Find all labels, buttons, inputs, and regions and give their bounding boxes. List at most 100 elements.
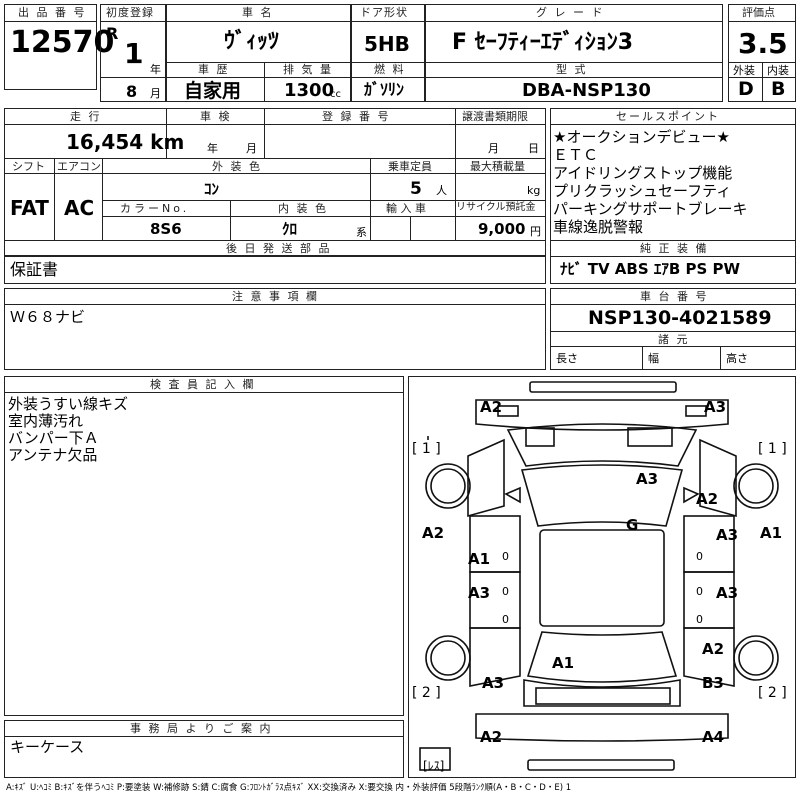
length-label: 長さ — [556, 352, 578, 365]
shift-label: シフト — [12, 160, 45, 173]
grade-label: グ レ ー ド — [536, 6, 605, 19]
damage-mark: A3 — [482, 674, 505, 692]
inspector-label: 検 査 員 記 入 欄 — [150, 378, 256, 391]
car-name: ｳﾞｨｯﾂ — [224, 29, 280, 54]
equipment: ﾅﾋﾞ TV ABS ｴｱB PS PW — [560, 260, 741, 278]
first-reg-label: 初度登録 — [106, 6, 154, 19]
sales-points-box — [550, 108, 796, 284]
inspector-line: 外装うすい線キズ — [8, 395, 129, 413]
damage-mark: A2 — [422, 524, 445, 542]
interior-score: B — [771, 78, 786, 100]
inspection-label: 車 検 — [200, 110, 232, 123]
sales-point: ★オークションデビュー★ — [553, 128, 730, 146]
ext-color-label: 外 装 色 — [212, 160, 262, 173]
later-parts-label: 後 日 発 送 部 品 — [226, 242, 332, 255]
damage-mark: A3 — [716, 526, 739, 544]
sales-point: 車線逸脱警報 — [553, 218, 644, 236]
era: R — [106, 24, 119, 43]
later-parts: 保証書 — [10, 260, 59, 279]
int-color: ｸﾛ — [282, 220, 298, 238]
score: 3.5 — [738, 27, 788, 60]
model-label: 型 式 — [556, 63, 588, 76]
ext-color: ｺﾝ — [204, 180, 220, 198]
minor-mark: 0 — [696, 585, 703, 598]
exterior-label: 外装 — [733, 64, 755, 77]
seats-unit: 人 — [436, 184, 447, 197]
shift: FAT — [10, 196, 49, 220]
sales-point: プリクラッシュセーフティ — [553, 182, 732, 200]
lot-box — [4, 4, 97, 90]
inspector-line: 室内薄汚れ — [8, 412, 84, 430]
displacement-label: 排 気 量 — [283, 63, 333, 76]
notes: Ｗ６８ナビ — [10, 308, 86, 326]
transfer-day: 日 — [528, 142, 539, 155]
damage-diagram — [408, 376, 796, 778]
insp-month-unit: 月 — [246, 142, 257, 155]
door-box — [351, 4, 425, 102]
notes-box — [4, 288, 546, 370]
color-no: 8S6 — [150, 220, 182, 238]
exterior-score: D — [738, 78, 754, 100]
interior-label: 内装 — [767, 64, 789, 77]
seats: 5 — [410, 179, 422, 199]
office-note: キーケース — [10, 738, 85, 756]
wheel-tag: [ 1 ] — [412, 441, 441, 457]
recycle-label: リサイクル預託金 — [456, 202, 536, 213]
grade-box — [425, 4, 723, 102]
ac: AC — [64, 196, 95, 220]
inspector-box — [4, 376, 404, 716]
history-label: 車 歴 — [198, 63, 230, 76]
transfer-month: 月 — [488, 142, 499, 155]
seats-label: 乗車定員 — [388, 160, 432, 173]
minor-mark: 0 — [696, 550, 703, 563]
displacement: 1300 — [284, 80, 335, 101]
door-type: 5HB — [364, 32, 410, 56]
damage-mark: A1 — [468, 550, 491, 568]
damage-mark: A2 — [702, 640, 725, 658]
office-box — [4, 720, 404, 778]
inspector-line: バンパー下Ａ — [8, 429, 99, 447]
chassis-number: NSP130-4021589 — [588, 307, 772, 329]
damage-mark: A4 — [702, 728, 725, 746]
chassis-box — [550, 288, 796, 370]
lot-label: 出 品 番 号 — [18, 6, 87, 19]
office-label: 事 務 局 よ り ご 案 内 — [130, 722, 273, 735]
car-name-box — [166, 4, 351, 102]
mileage-label: 走 行 — [70, 110, 102, 123]
damage-mark: G — [626, 516, 639, 534]
first-reg-box — [100, 4, 166, 102]
plate-label: 登 録 番 号 — [322, 110, 391, 123]
notes-label: 注 意 事 項 欄 — [232, 290, 319, 303]
minor-mark: 0 — [502, 550, 509, 563]
minor-mark: 0 — [696, 613, 703, 626]
import-label: 輸 入 車 — [386, 202, 426, 215]
year-unit: 年 — [150, 63, 161, 76]
sales-point: パーキングサポートブレーキ — [553, 200, 748, 218]
damage-mark: A3 — [704, 398, 727, 416]
grade: F ｾｰﾌﾃｨｰｴﾃﾞｨｼｮﾝ3 — [452, 30, 633, 55]
max-load-label: 最大積載量 — [470, 160, 525, 173]
mileage: 16,454 km — [66, 130, 185, 154]
inspector-line: アンテナ欠品 — [8, 446, 98, 464]
score-label: 評価点 — [742, 6, 775, 19]
reg-month: 8 — [126, 82, 138, 101]
sales-point: アイドリングストップ機能 — [553, 164, 733, 182]
width-label: 幅 — [648, 352, 659, 365]
spec-label: 諸 元 — [658, 333, 690, 346]
reg-year: 1 — [124, 37, 144, 70]
damage-mark: A3 — [468, 584, 491, 602]
spec-box — [4, 108, 546, 256]
damage-mark: A2 — [480, 398, 503, 416]
damage-mark: A1 — [552, 654, 575, 672]
car-name-label: 車 名 — [242, 6, 274, 19]
sales-point: ＥＴＣ — [553, 146, 599, 164]
fuel: ｶﾞｿﾘﾝ — [364, 80, 405, 99]
int-color-unit: 系 — [356, 226, 367, 239]
recycle-unit: 円 — [530, 225, 541, 238]
fuel-label: 燃 料 — [374, 63, 406, 76]
displacement-unit: cc — [330, 89, 341, 100]
wheel-tag: [ 2 ] — [412, 685, 441, 701]
damage-mark: A2 — [480, 728, 503, 746]
damage-mark: B3 — [702, 674, 724, 692]
car-outline-diagram — [419, 381, 779, 771]
